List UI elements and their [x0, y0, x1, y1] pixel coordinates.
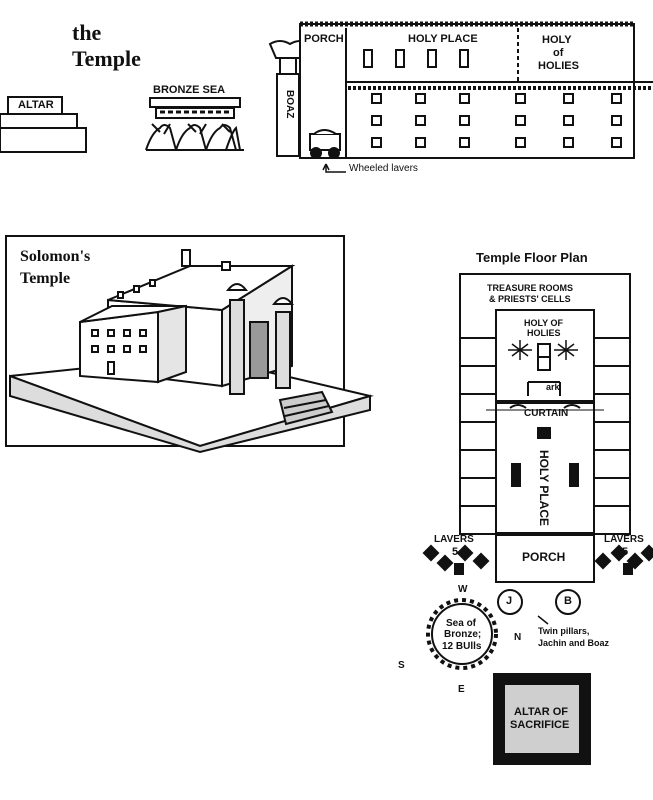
temple-elevation — [299, 21, 653, 159]
holy-of-holies-label-2: of — [553, 47, 564, 59]
pillars-note-2: Jachin and Boaz — [538, 638, 610, 648]
ark-label: ark — [546, 382, 560, 392]
lavers-right-label: LAVERS — [604, 534, 644, 545]
perspective-title-line1: Solomon's — [20, 248, 91, 265]
compass-e: E — [458, 684, 465, 695]
sea-label-2: Bronze; — [444, 629, 482, 640]
porch-label: PORCH — [304, 33, 344, 45]
holy-place-label: HOLY PLACE — [408, 33, 478, 45]
treasure-label-2: & PRIESTS' CELLS — [489, 294, 571, 304]
pillar-b-label: B — [564, 595, 572, 607]
pillars-note-1: Twin pillars, — [538, 626, 590, 636]
top-title-line2: Temple — [72, 46, 141, 71]
holy-of-holies-label-1: HOLY — [542, 34, 572, 46]
altar-label: ALTAR — [18, 99, 54, 111]
floor-plan-title: Temple Floor Plan — [476, 250, 588, 265]
wheeled-lavers-label: Wheeled lavers — [349, 163, 418, 174]
porch-label: PORCH — [522, 550, 566, 564]
perspective-title-line2: Temple — [20, 270, 71, 287]
lavers-count-left: 5 — [452, 546, 459, 558]
holy-of-holies-label-2: HOLIES — [527, 328, 561, 338]
sea-label-1: Sea of — [446, 618, 477, 629]
altar-sacrifice-label-1: ALTAR OF — [514, 706, 568, 718]
compass-w: W — [458, 584, 468, 595]
bronze-sea-label: BRONZE SEA — [153, 84, 226, 96]
holy-of-holies-label-1: HOLY OF — [524, 318, 564, 328]
top-title-line1: the — [72, 20, 102, 45]
bronze-sea-drawing — [145, 97, 244, 151]
compass-n: N — [514, 632, 522, 643]
curtain-label: CURTAIN — [524, 408, 569, 419]
pillar-j-label: J — [506, 595, 513, 607]
holy-place-label: HOLY PLACE — [537, 450, 551, 527]
sea-label-3: 12 BUlls — [442, 641, 482, 652]
holy-of-holies-label-3: HOLIES — [538, 60, 579, 72]
altar-sacrifice-label-2: SACRIFICE — [510, 719, 570, 731]
lavers-left-label: LAVERS — [434, 534, 474, 545]
treasure-label-1: TREASURE ROOMS — [487, 283, 574, 293]
compass-s: S — [398, 660, 405, 671]
wheeled-laver-drawing — [309, 129, 346, 173]
altar-drawing — [0, 96, 87, 153]
lavers-count-right: 5 — [622, 546, 629, 558]
